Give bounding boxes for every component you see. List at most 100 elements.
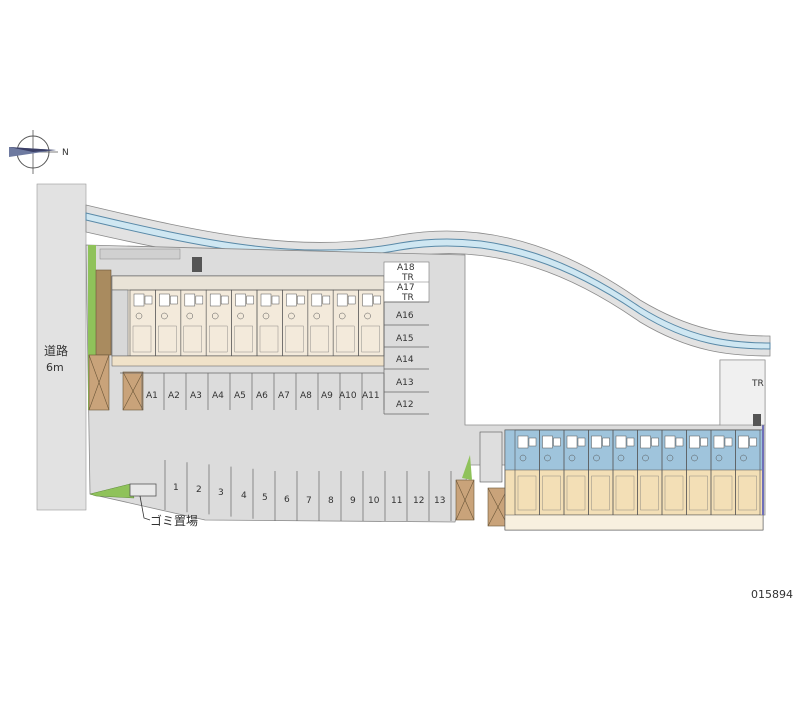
unit-sink	[740, 454, 747, 462]
unit-sink	[313, 312, 321, 320]
planting-bed	[95, 269, 112, 356]
unit-sink	[642, 454, 649, 462]
unit-bath	[664, 435, 676, 449]
parking-label-a7: A7	[278, 391, 290, 401]
parking-row-lower: 1 2 3 4 5 6 7 8 9 10 11 12 13	[164, 460, 452, 521]
unit-wc	[626, 437, 635, 447]
parking-label-a16: A16	[396, 311, 414, 321]
unit-bath	[566, 435, 578, 449]
parking-label-5: 5	[262, 493, 268, 503]
east-tr-label: TR	[751, 379, 764, 389]
parking-label-a18: A18	[397, 263, 415, 273]
parking-row-lower-dividers	[164, 460, 452, 521]
unit-bath	[615, 435, 627, 449]
parking-label-12: 12	[413, 496, 424, 506]
unit-sink	[691, 454, 698, 462]
parking-row-a: A1 A2 A3 A4 A5 A6 A7 A8 A9 A10 A11	[120, 372, 385, 410]
unit-wc	[528, 437, 537, 447]
unit-bath	[689, 435, 700, 449]
building-b	[504, 425, 764, 531]
unit-bath	[184, 293, 196, 307]
unit-sink	[288, 312, 295, 320]
tr-label-1: TR	[401, 273, 414, 283]
unit-room	[689, 475, 708, 511]
unit-wc	[322, 295, 331, 305]
parking-label-a17: A17	[397, 283, 415, 293]
meter-box	[753, 414, 761, 426]
unit-bath	[260, 293, 272, 307]
parking-label-a11: A11	[362, 391, 380, 401]
unit-wc	[347, 295, 356, 305]
unit-bath	[159, 293, 170, 307]
unit-wc	[170, 295, 178, 305]
parking-label-a10: A10	[339, 391, 357, 401]
unit-sink	[186, 312, 194, 320]
unit-room	[183, 325, 203, 353]
parking-label-a2: A2	[168, 391, 180, 401]
unit-wc	[602, 437, 610, 447]
unit-sink	[519, 454, 527, 462]
unit-sink	[161, 312, 168, 320]
parking-label-9: 9	[350, 496, 356, 506]
parking-label-a15: A15	[396, 334, 414, 344]
unit-wc	[271, 295, 280, 305]
unit-bath	[713, 435, 725, 449]
unit-room	[738, 475, 757, 511]
unit-room	[517, 475, 537, 511]
parking-column-a-dividers	[383, 301, 429, 415]
unit-room	[158, 325, 177, 353]
unit-bath	[542, 435, 553, 449]
unit-sink	[617, 454, 625, 462]
unit-wc	[651, 437, 659, 447]
parking-label-1: 1	[173, 483, 179, 493]
parking-label-13: 13	[434, 496, 445, 506]
unit-sink	[135, 312, 143, 320]
road-name-label: 道路	[44, 343, 68, 358]
parking-label-3: 3	[218, 488, 224, 498]
unit-room	[566, 475, 586, 511]
building-a-units	[129, 289, 385, 357]
unit-room	[234, 325, 253, 353]
parking-label-7: 7	[306, 496, 312, 506]
utility-box	[99, 248, 181, 260]
meter-box	[192, 257, 202, 272]
unit-wc	[220, 295, 229, 305]
compass-north-label: N	[62, 148, 69, 158]
parking-label-11: 11	[391, 496, 402, 506]
unit-room	[664, 475, 684, 511]
unit-room	[285, 325, 304, 353]
compass-icon	[9, 130, 58, 174]
building-a	[111, 275, 385, 367]
parking-label-2: 2	[196, 485, 202, 495]
unit-room	[591, 475, 610, 511]
road	[36, 183, 87, 511]
tr-label-2: TR	[401, 293, 414, 303]
unit-sink	[364, 312, 371, 320]
unit-sink	[544, 454, 551, 462]
unit-bath	[133, 293, 145, 307]
unit-wc	[297, 295, 305, 305]
unit-room	[310, 325, 329, 353]
unit-sink	[262, 312, 270, 320]
parking-label-a4: A4	[212, 391, 224, 401]
unit-wc	[577, 437, 586, 447]
parking-label-a14: A14	[396, 355, 414, 365]
unit-bath	[286, 293, 297, 307]
lawn-patch	[462, 455, 472, 480]
unit-sink	[237, 312, 244, 320]
parking-label-10: 10	[368, 496, 380, 506]
lawn-strip	[88, 245, 96, 410]
unit-bath	[235, 293, 246, 307]
unit-wc	[700, 437, 708, 447]
parking-label-8: 8	[328, 496, 334, 506]
parking-row-a-dividers	[141, 373, 385, 410]
unit-room	[208, 325, 228, 353]
unit-wc	[749, 437, 757, 447]
unit-wc	[373, 295, 381, 305]
unit-sink	[338, 312, 346, 320]
parking-label-6: 6	[284, 495, 290, 505]
unit-room	[336, 325, 355, 353]
unit-wc	[553, 437, 561, 447]
unit-wc	[246, 295, 254, 305]
